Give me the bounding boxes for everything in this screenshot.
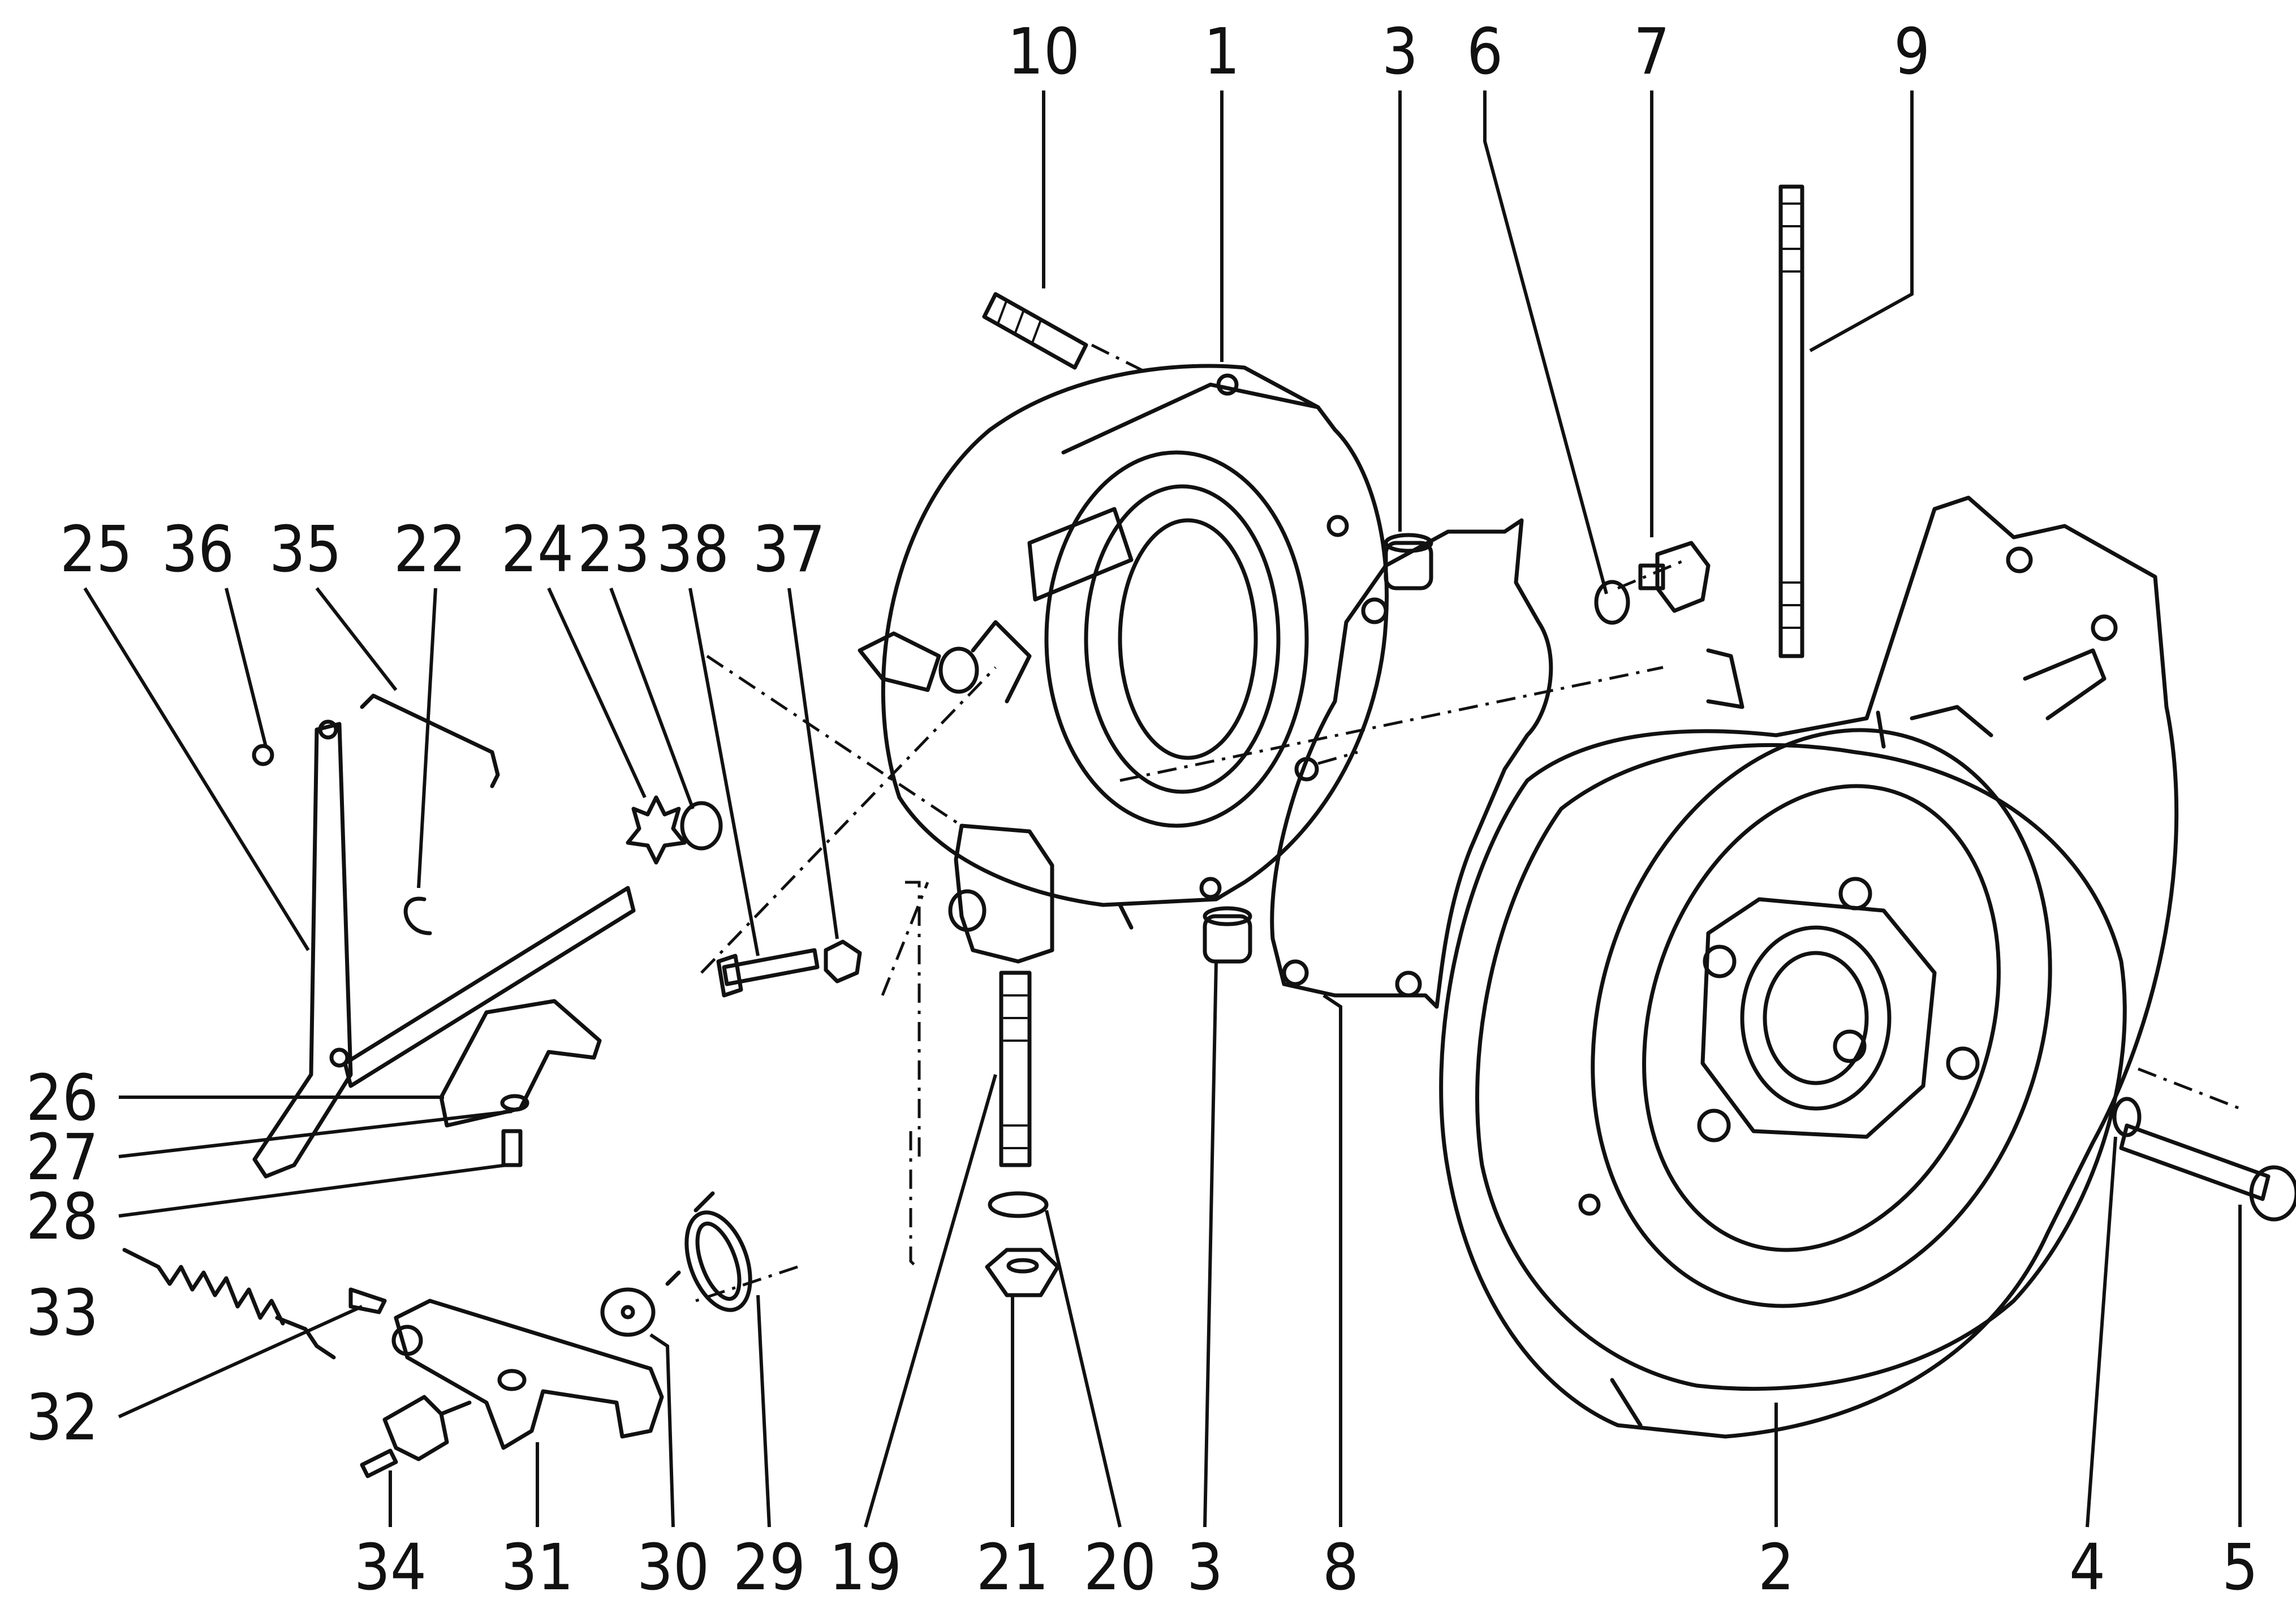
- callout-20: 20: [1084, 1531, 1156, 1600]
- part-4-washer: [2112, 1097, 2142, 1137]
- part-19-stud: [999, 971, 1032, 1167]
- part-9-long-stud: [1778, 184, 1804, 658]
- part-29-torsion-spring: [665, 1191, 752, 1312]
- callout-30: 30: [637, 1531, 709, 1600]
- part-6-washer: [1594, 580, 1630, 625]
- part-34-adjust-screw: [360, 1395, 472, 1478]
- callout-8: 8: [1323, 1531, 1359, 1600]
- part-27-washer: [500, 1094, 529, 1112]
- callout-22: 22: [394, 513, 466, 586]
- callout-4: 4: [2069, 1531, 2105, 1600]
- callout-labels: 10 1 3 6 7 9 25 36 35 22 24 23 38 37 26 …: [26, 15, 2258, 1600]
- callout-6: 6: [1467, 15, 1503, 89]
- part-21-nut: [985, 1248, 1060, 1297]
- part-3-dowel-bottom: [1203, 906, 1252, 964]
- part-26-fork: [439, 999, 602, 1128]
- part-28-screw: [501, 1129, 523, 1167]
- callout-38: 38: [657, 513, 729, 586]
- callout-3-bottom: 3: [1187, 1531, 1223, 1600]
- part-25-lever-arm: [252, 719, 353, 1179]
- part-36-clip: [252, 744, 274, 766]
- part-30-washer: [600, 1287, 656, 1337]
- part-3-dowel-top: [1384, 533, 1433, 590]
- callout-31: 31: [501, 1531, 574, 1600]
- callout-34: 34: [354, 1531, 427, 1600]
- part-7-drain-plug: [1638, 541, 1711, 613]
- callout-25: 25: [60, 513, 132, 586]
- part-31-throttle-lever: [391, 1299, 664, 1450]
- callout-33: 33: [26, 1276, 98, 1350]
- callout-2: 2: [1758, 1531, 1794, 1600]
- callout-27: 27: [26, 1121, 98, 1194]
- callout-24: 24: [501, 513, 574, 586]
- callout-35: 35: [269, 513, 342, 586]
- callout-7: 7: [1634, 15, 1670, 89]
- callout-10: 10: [1007, 15, 1080, 89]
- part-5-bolt: [2119, 1123, 2296, 1222]
- part-23-washer: [680, 801, 723, 851]
- callout-28: 28: [26, 1180, 98, 1254]
- alignment-axes: [695, 343, 2241, 1303]
- callout-26: 26: [26, 1062, 98, 1135]
- part-22-e-clip: [403, 896, 432, 935]
- part-35-link-rod: [360, 693, 500, 788]
- callout-36: 36: [162, 513, 234, 586]
- callout-1: 1: [1204, 15, 1240, 89]
- part-22-shaft: [343, 886, 636, 1088]
- callout-19: 19: [829, 1531, 902, 1600]
- leader-lines: [83, 90, 2242, 1528]
- callout-21: 21: [976, 1531, 1049, 1600]
- part-2-main-housing: [1439, 495, 2179, 1439]
- callout-29: 29: [733, 1531, 805, 1600]
- part-20-spring-washer: [988, 1191, 1049, 1218]
- part-38-bolt: [716, 948, 820, 998]
- part-33-coil-spring: [122, 1248, 336, 1360]
- callout-32: 32: [26, 1381, 98, 1455]
- part-1-front-housing: [858, 364, 1389, 964]
- part-37-nut: [824, 939, 862, 984]
- callout-3-top: 3: [1382, 15, 1418, 89]
- callout-23: 23: [578, 513, 650, 586]
- part-24-star-washer: [626, 795, 687, 865]
- callout-5: 5: [2222, 1531, 2258, 1600]
- part-32-screw: [348, 1287, 387, 1314]
- callout-37: 37: [753, 513, 825, 586]
- callout-9: 9: [1894, 15, 1930, 89]
- part-10-short-stud: [982, 292, 1088, 370]
- part-8-gasket: [1270, 518, 1553, 1009]
